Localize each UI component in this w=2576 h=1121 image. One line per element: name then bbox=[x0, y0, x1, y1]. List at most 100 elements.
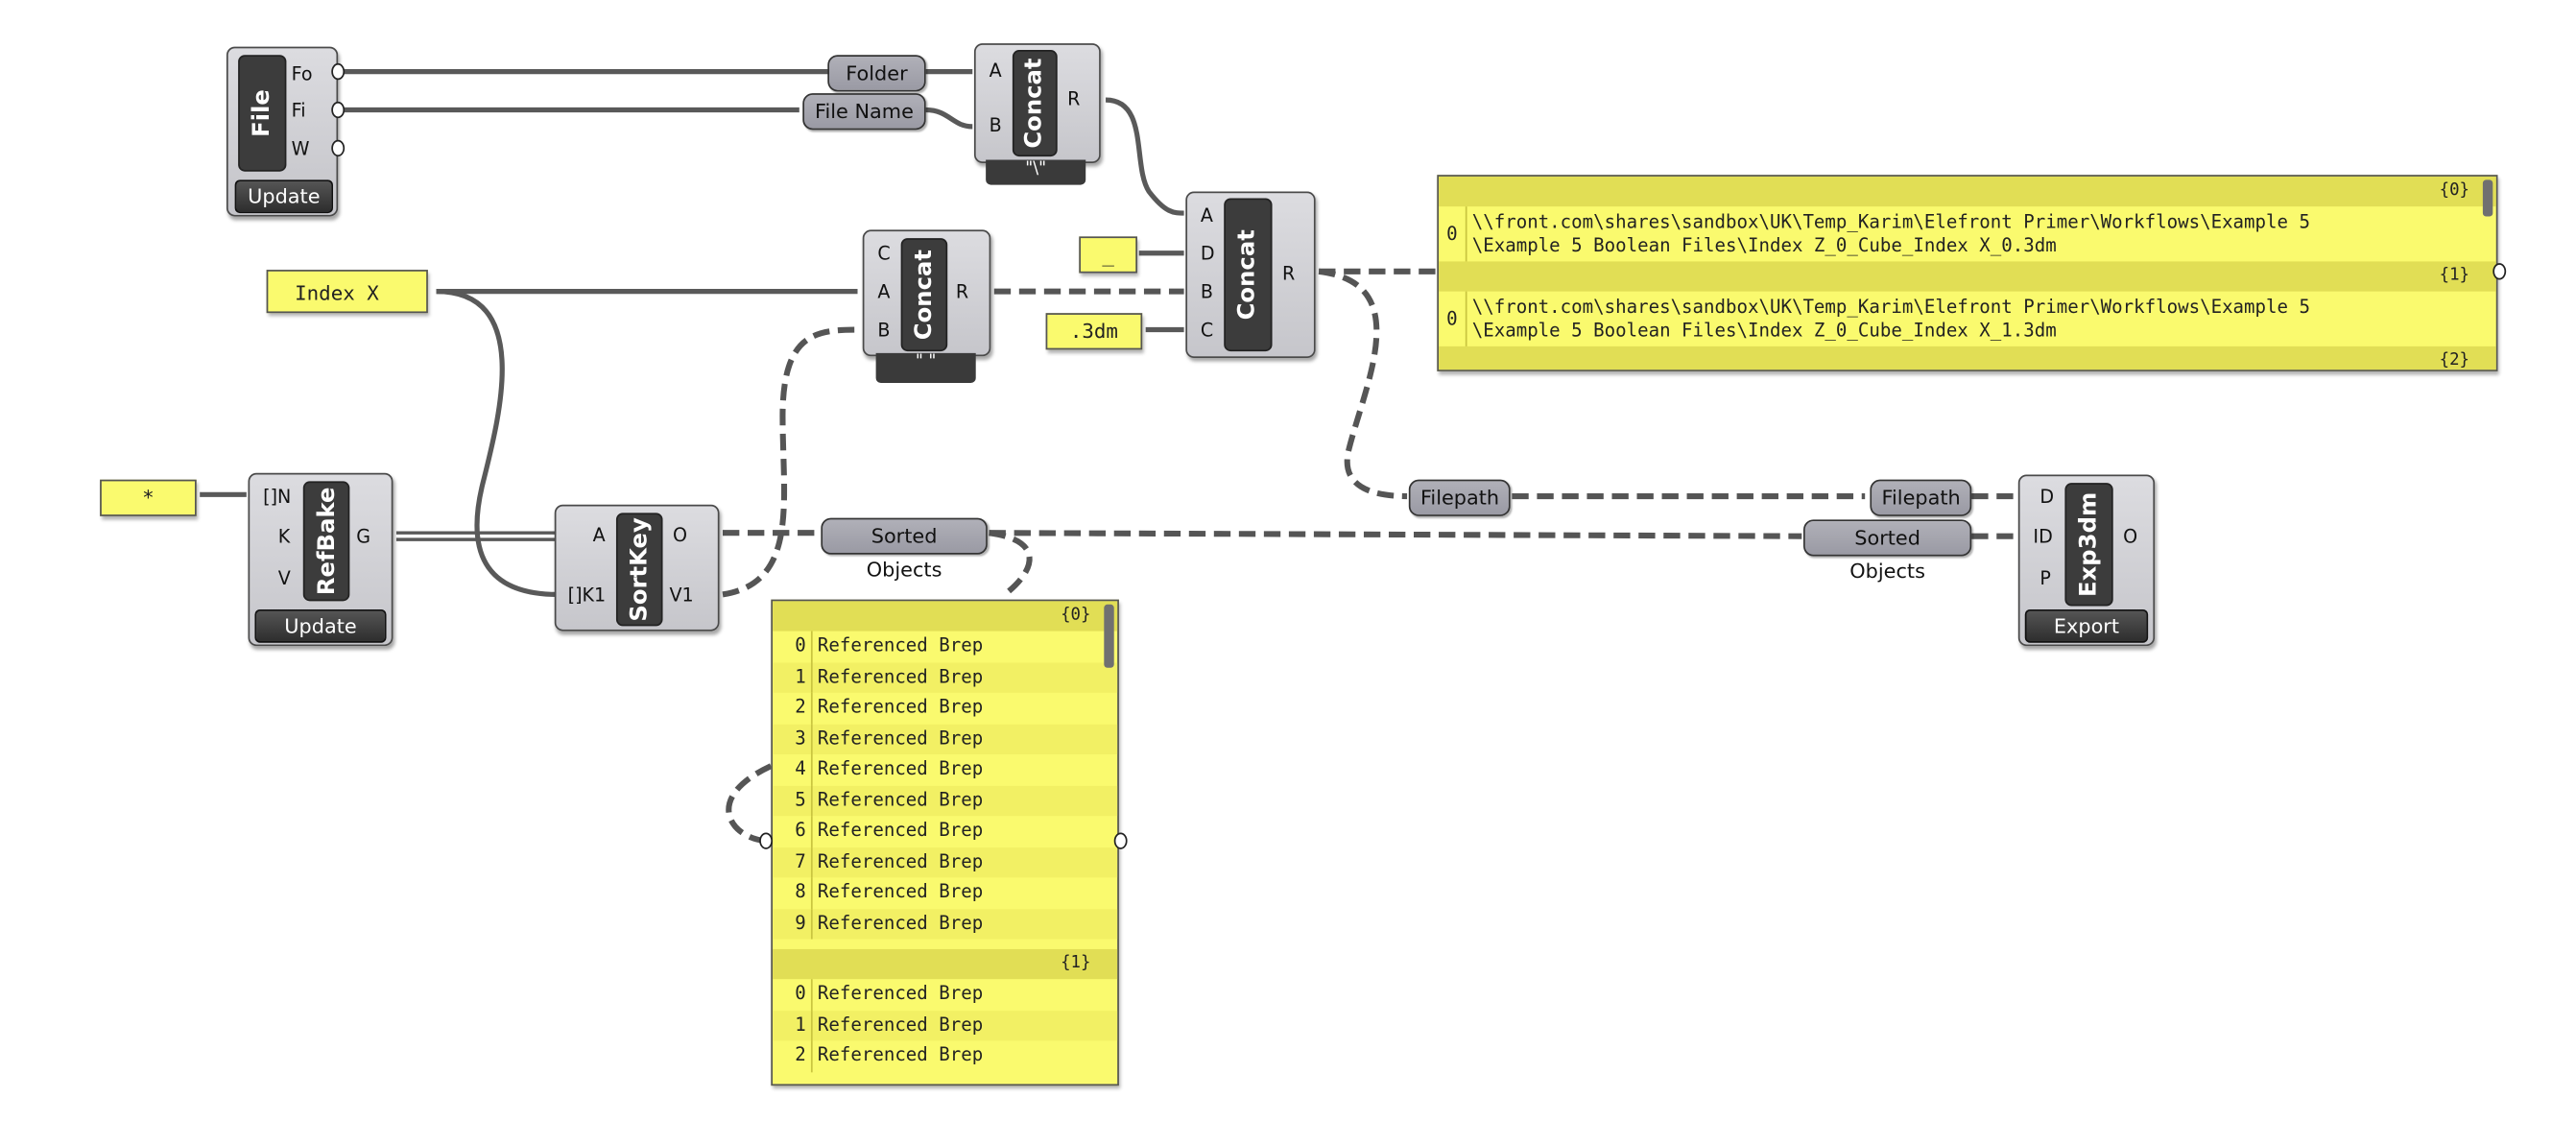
concat-mid-separator: " " bbox=[875, 352, 976, 384]
item-index: 3 bbox=[773, 723, 813, 754]
input-v: V bbox=[277, 567, 291, 590]
panel-star[interactable]: * bbox=[100, 479, 197, 516]
wire-sorted-to-panel bbox=[989, 530, 1033, 599]
branch-header: {2} bbox=[1439, 346, 2496, 370]
output-r: R bbox=[1067, 87, 1081, 110]
exp3dm-component[interactable]: Exp3dm D ID P O Export bbox=[2017, 474, 2156, 647]
file-path-component[interactable]: File Fo Fi W Update bbox=[226, 46, 339, 217]
relay-file-name[interactable]: File Name bbox=[802, 93, 926, 131]
relay-filepath-left[interactable]: Filepath bbox=[1408, 479, 1511, 516]
input-a: A bbox=[592, 524, 606, 547]
input-c: C bbox=[1200, 320, 1214, 342]
grip-panel-out[interactable] bbox=[2493, 263, 2507, 280]
item-value: Referenced Brep bbox=[817, 911, 984, 934]
update-button[interactable]: Update bbox=[254, 609, 387, 643]
relay-sorted-objects-left[interactable]: Sorted Objects bbox=[821, 517, 988, 582]
path-line: \Example 5 Boolean Files\Index Z_0_Cube_… bbox=[1471, 234, 2057, 257]
item-value: Referenced Brep bbox=[817, 819, 984, 842]
grip-fo[interactable] bbox=[331, 62, 346, 81]
item-index: 2 bbox=[773, 692, 813, 724]
concat-mid-nickname: Concat bbox=[900, 238, 948, 352]
item-index: 7 bbox=[773, 847, 813, 878]
output-fo: Fo bbox=[291, 62, 313, 85]
concat-right-component[interactable]: Concat A D B C R bbox=[1185, 191, 1316, 359]
item-value: Referenced Brep bbox=[817, 1043, 984, 1066]
output-w: W bbox=[291, 138, 310, 160]
input-a: A bbox=[989, 60, 1002, 83]
item-index: 1 bbox=[773, 1010, 813, 1041]
item-index: 0 bbox=[773, 631, 813, 662]
concat-mid-component[interactable]: Concat C A B R bbox=[862, 229, 991, 357]
item-value: Referenced Brep bbox=[817, 982, 984, 1005]
item-index: 9 bbox=[773, 908, 813, 940]
branch-header: {1} bbox=[773, 948, 1118, 980]
scrollbar[interactable] bbox=[2482, 179, 2493, 217]
grip-panel-in[interactable] bbox=[759, 832, 774, 849]
concat-right-nickname: Concat bbox=[1224, 198, 1273, 352]
item-index: 1 bbox=[773, 661, 813, 693]
branch-header: {0} bbox=[773, 601, 1118, 632]
grip-fi[interactable] bbox=[331, 101, 346, 119]
input-k: K bbox=[277, 526, 291, 548]
branch-header: {1} bbox=[1439, 261, 2496, 292]
item-index: 8 bbox=[773, 877, 813, 909]
output-r: R bbox=[955, 281, 969, 303]
grip-w[interactable] bbox=[331, 139, 346, 157]
input-c: C bbox=[877, 243, 891, 265]
input-d: D bbox=[2039, 486, 2055, 509]
export-button[interactable]: Export bbox=[2024, 609, 2149, 643]
item-index: 5 bbox=[773, 785, 813, 817]
path-line: \\front.com\shares\sandbox\UK\Temp_Karim… bbox=[1471, 296, 2311, 319]
item-index: 4 bbox=[773, 753, 813, 786]
output-o: O bbox=[672, 524, 687, 547]
panel-extension[interactable]: .3dm bbox=[1045, 313, 1143, 350]
item-value: Referenced Brep bbox=[817, 788, 984, 811]
wire-concat-top-out bbox=[1105, 97, 1184, 216]
wire-index-to-sortkey bbox=[436, 289, 559, 597]
output-g: G bbox=[356, 526, 371, 548]
refbake-component[interactable]: RefBake []N K V G Update bbox=[248, 472, 394, 647]
path-line: \\front.com\shares\sandbox\UK\Temp_Karim… bbox=[1471, 211, 2311, 233]
scrollbar[interactable] bbox=[1104, 604, 1114, 668]
relay-sorted-objects-right[interactable]: Sorted Objects bbox=[1803, 519, 1972, 583]
input-b: B bbox=[877, 320, 891, 342]
sortkey-component[interactable]: SortKey A []K1 O V1 bbox=[554, 504, 720, 632]
item-index: 0 bbox=[1439, 291, 1467, 346]
wire-to-filepath bbox=[1318, 268, 1408, 500]
item-index: 0 bbox=[773, 979, 813, 1011]
grip-panel-out[interactable] bbox=[1113, 832, 1128, 849]
update-button[interactable]: Update bbox=[234, 179, 333, 214]
relay-folder[interactable]: Folder bbox=[827, 55, 926, 92]
concat-top-component[interactable]: Concat A B R bbox=[973, 43, 1101, 164]
relay-filepath-right[interactable]: Filepath bbox=[1870, 479, 1972, 516]
item-value: Referenced Brep bbox=[817, 665, 984, 687]
concat-top-nickname: Concat bbox=[1012, 50, 1058, 157]
panel-index-x[interactable]: Index X bbox=[266, 270, 428, 314]
output-v1: V1 bbox=[669, 584, 694, 607]
sortkey-nickname: SortKey bbox=[615, 513, 663, 627]
exp3dm-nickname: Exp3dm bbox=[2064, 483, 2113, 607]
input-n: []N bbox=[263, 486, 292, 509]
concat-top-separator: "\" bbox=[986, 159, 1086, 185]
panel-file-paths[interactable]: {0} 0 \\front.com\shares\sandbox\UK\Temp… bbox=[1437, 175, 2498, 371]
input-a: A bbox=[1200, 204, 1214, 227]
item-value: Referenced Brep bbox=[817, 849, 984, 872]
item-index: 2 bbox=[773, 1040, 813, 1072]
panel-underscore[interactable]: _ bbox=[1079, 236, 1138, 274]
input-id: ID bbox=[2033, 526, 2053, 548]
item-index: 0 bbox=[1439, 206, 1467, 262]
input-a: A bbox=[877, 281, 891, 303]
